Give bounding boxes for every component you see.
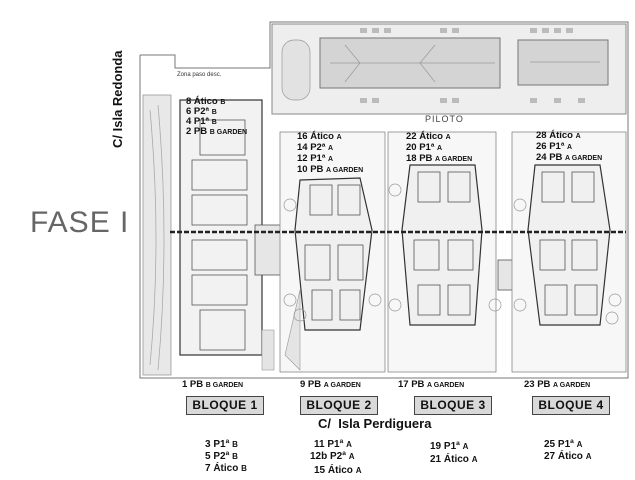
below-b1-2: 7 Ático B [205, 463, 247, 474]
below-b3-0: 19 P1ª A [430, 441, 469, 452]
block-2-footprint [294, 177, 373, 331]
pool-label: PILOTO [425, 114, 464, 124]
b2-unit-1: 14 P2ª A [297, 142, 334, 153]
b4-unit-2: 24 PB A GARDEN [536, 152, 603, 163]
b3-unit-1: 20 P1ª A [406, 142, 443, 153]
b1-unit-3: 2 PB B GARDEN [186, 126, 248, 137]
b2-unit-2: 12 P1ª A [297, 153, 334, 164]
site-boundary [139, 21, 629, 379]
street-label-isla-redonda: C/ Isla Redonda [110, 50, 125, 148]
b1-unit-0: 8 Ático B [186, 96, 226, 107]
block-1-garden [261, 329, 275, 371]
bloque-3-label: BLOQUE 3 [414, 396, 492, 415]
block-1-footprint [179, 99, 263, 356]
below-b4-0: 25 P1ª A [544, 439, 583, 450]
below-b1-1: 5 P2ª B [205, 451, 238, 462]
b2-unit-3: 10 PB A GARDEN [297, 164, 364, 175]
b1-unit-2: 4 P1ª B [186, 116, 217, 127]
b4-unit-1: 26 P1ª A [536, 141, 573, 152]
ground-unit-2: 17 PB A GARDEN [398, 379, 465, 390]
b4-unit-0: 28 Ático A [536, 130, 581, 141]
b2-unit-0: 16 Ático A [297, 131, 342, 142]
below-b4-1: 27 Ático A [544, 451, 592, 462]
street-label-isla-perdiguera: C/ Isla Perdiguera [318, 416, 432, 431]
zone-note: Zona paso desc. [177, 72, 222, 78]
bloque-1-label: BLOQUE 1 [186, 396, 264, 415]
road-strip [142, 94, 172, 376]
ground-unit-3: 23 PB A GARDEN [524, 379, 591, 390]
below-b1-0: 3 P1ª B [205, 439, 238, 450]
bloque-2-label: BLOQUE 2 [300, 396, 378, 415]
b1-unit-1: 6 P2ª B [186, 106, 217, 117]
bloque-4-label: BLOQUE 4 [532, 396, 610, 415]
below-b2-1: 12b P2ª A [310, 451, 355, 462]
below-b3-1: 21 Ático A [430, 454, 478, 465]
second-pool [517, 39, 609, 86]
ground-unit-0: 1 PB B GARDEN [182, 379, 244, 390]
below-b2-2: 15 Ático A [314, 465, 362, 476]
ground-unit-1: 9 PB A GARDEN [300, 379, 361, 390]
phase-label: FASE I [30, 206, 130, 239]
b3-unit-2: 18 PB A GARDEN [406, 153, 473, 164]
below-b2-0: 11 P1ª A [314, 439, 352, 450]
b3-unit-0: 22 Ático A [406, 131, 451, 142]
